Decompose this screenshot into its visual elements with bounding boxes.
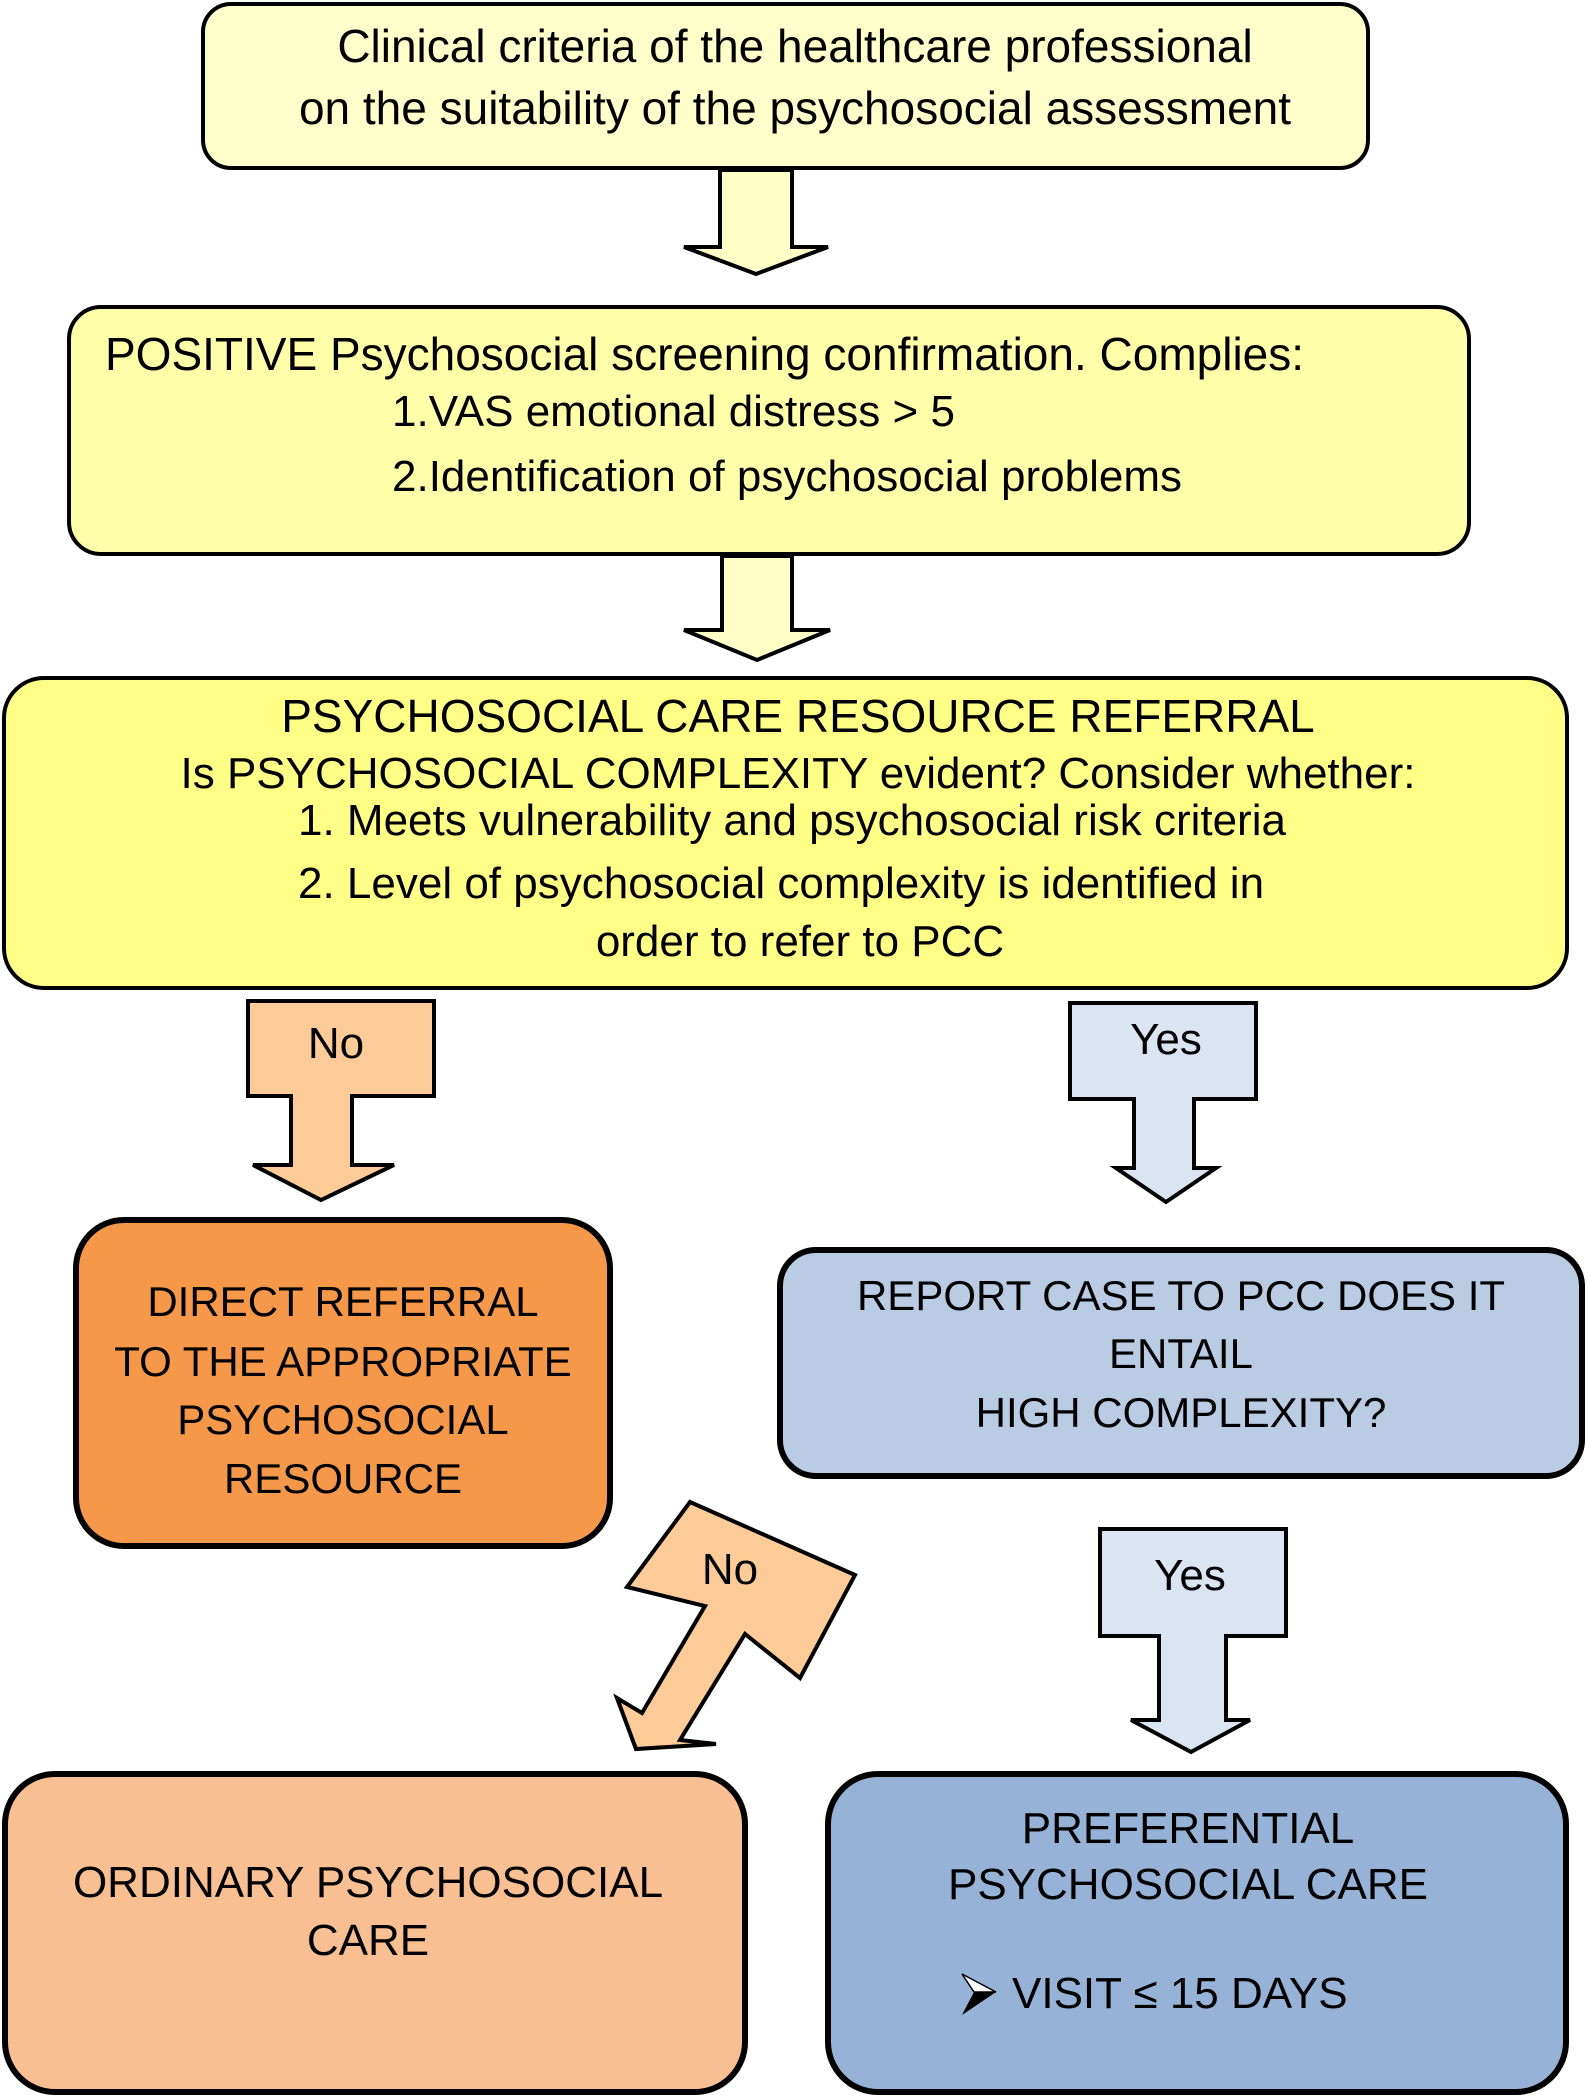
node-clinical-criteria: Clinical criteria of the healthcare prof…	[201, 2, 1370, 170]
edge-label: Yes	[1154, 1551, 1226, 1600]
criteria-item: 1. Meets vulnerability and psychosocial …	[298, 796, 1286, 845]
node-care-resource-referral: PSYCHOSOCIAL CARE RESOURCE REFERRAL Is P…	[2, 676, 1569, 990]
down-arrow-icon	[683, 554, 831, 663]
node-ordinary-care: ORDINARY PSYCHOSOCIAL CARE	[2, 1771, 748, 2095]
node-text-line: Clinical criteria of the healthcare prof…	[337, 20, 1252, 72]
node-text-line: REPORT CASE TO PCC DOES IT	[857, 1272, 1505, 1319]
node-text-line: PREFERENTIAL	[1022, 1804, 1355, 1853]
edge-label: No	[702, 1545, 758, 1594]
node-text-line: RESOURCE	[224, 1455, 462, 1502]
node-text-line: TO THE APPROPRIATE	[114, 1338, 571, 1385]
node-report-case: REPORT CASE TO PCC DOES IT ENTAIL HIGH C…	[777, 1247, 1585, 1479]
labeled-down-arrow-icon	[1068, 1001, 1258, 1205]
node-box	[825, 1771, 1569, 2095]
node-box	[2, 676, 1569, 990]
criteria-item: 2. Level of psychosocial complexity is i…	[298, 859, 1264, 908]
node-text-line: PSYCHOSOCIAL	[177, 1396, 508, 1443]
node-question: Is PSYCHOSOCIAL COMPLEXITY evident? Cons…	[181, 749, 1416, 798]
node-text-line: ENTAIL	[1109, 1330, 1253, 1377]
node-text-line: ORDINARY PSYCHOSOCIAL	[73, 1858, 663, 1907]
node-box	[73, 1217, 613, 1549]
criteria-item: 2.Identification of psychosocial problem…	[392, 452, 1182, 501]
edge-label: No	[308, 1019, 364, 1068]
edge-yes-to-preferential-care: Yes	[1098, 1527, 1288, 1755]
node-positive-screening: POSITIVE Psychosocial screening confirma…	[67, 305, 1471, 556]
node-title: PSYCHOSOCIAL CARE RESOURCE REFERRAL	[281, 690, 1315, 742]
node-text-line: DIRECT REFERRAL	[147, 1278, 538, 1325]
labeled-diagonal-arrow-icon	[613, 1499, 858, 1752]
edge-no-to-direct-referral: No	[246, 999, 436, 1203]
node-box	[777, 1247, 1585, 1479]
node-text-line: on the suitability of the psychosocial a…	[299, 82, 1291, 134]
arrowhead-bullet-icon	[961, 1973, 997, 2015]
labeled-down-arrow-icon	[1098, 1527, 1288, 1755]
node-title: POSITIVE Psychosocial screening confirma…	[105, 328, 1304, 380]
edge-no-to-ordinary-care: No	[613, 1499, 858, 1752]
edge-label: Yes	[1130, 1015, 1202, 1064]
node-text-line: HIGH COMPLEXITY?	[976, 1389, 1387, 1436]
node-preferential-care: PREFERENTIAL PSYCHOSOCIAL CARE VISIT ≤ 1…	[825, 1771, 1569, 2095]
down-arrow-icon	[683, 168, 829, 277]
visit-deadline-bullet: VISIT ≤ 15 DAYS	[1012, 1969, 1348, 2018]
criteria-item: 1.VAS emotional distress > 5	[392, 387, 955, 436]
edge-yes-to-report-case: Yes	[1068, 1001, 1258, 1205]
criteria-item-continued: order to refer to PCC	[596, 917, 1004, 966]
labeled-down-arrow-icon	[246, 999, 436, 1203]
node-text-line: CARE	[307, 1916, 429, 1965]
node-direct-referral: DIRECT REFERRAL TO THE APPROPRIATE PSYCH…	[73, 1217, 613, 1549]
node-box	[2, 1771, 748, 2095]
node-text-line: PSYCHOSOCIAL CARE	[948, 1860, 1428, 1909]
